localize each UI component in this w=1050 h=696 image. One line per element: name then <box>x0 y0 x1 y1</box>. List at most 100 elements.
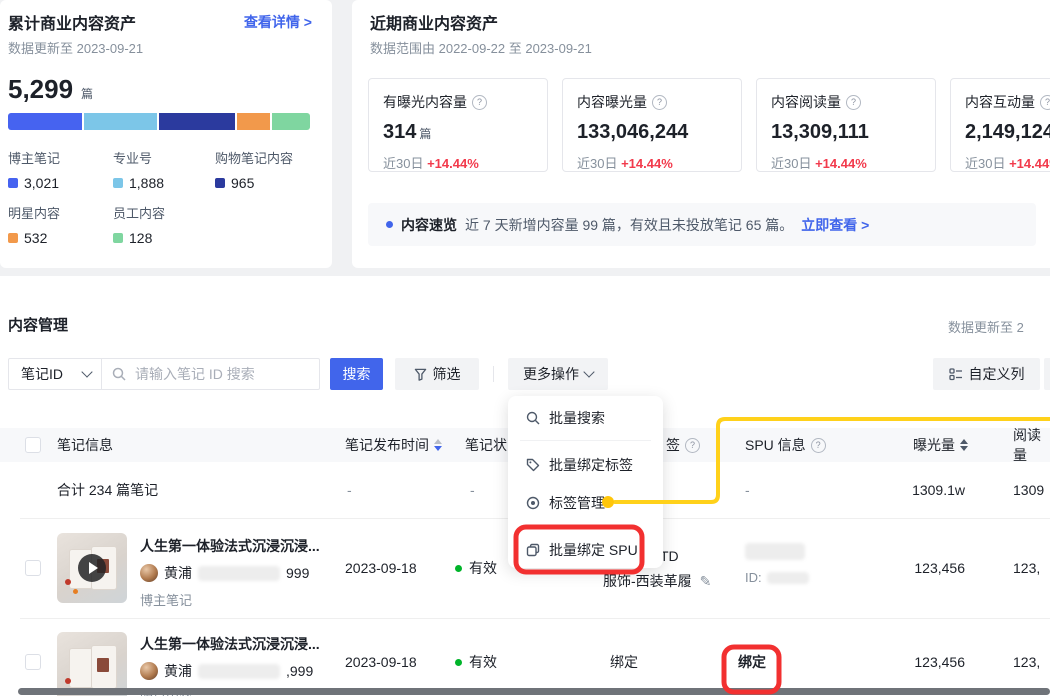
author-name: 黄浦 <box>164 565 192 581</box>
search-button[interactable]: 搜索 <box>330 358 383 390</box>
help-icon[interactable]: ? <box>1040 94 1050 110</box>
bind-tag-link[interactable]: 绑定 <box>610 654 638 670</box>
legend-value: 965 <box>231 175 255 191</box>
view-now-link[interactable]: 立即查看 > <box>801 216 870 233</box>
redacted-blur <box>198 565 280 581</box>
publish-date: 2023-09-18 <box>345 560 417 576</box>
metric-label: 有曝光内容量 <box>383 94 467 110</box>
row-checkbox[interactable] <box>25 654 41 670</box>
tag-icon <box>526 458 540 472</box>
bar-segment-bloggers <box>8 113 82 130</box>
edit-icon[interactable]: ✎ <box>699 573 712 589</box>
filter-funnel-icon <box>414 368 426 381</box>
status-label: 有效 <box>469 560 497 576</box>
legend-swatch <box>113 233 123 243</box>
header-publish-time[interactable]: 笔记发布时间 <box>345 428 442 462</box>
search-icon <box>112 367 126 381</box>
row-divider <box>20 618 1050 619</box>
legend-value: 1,888 <box>129 175 165 191</box>
cumulative-assets-card: 累计商业内容资产 查看详情 > 数据更新至 2023-09-21 5,299 篇… <box>0 0 332 268</box>
tag-line2: 服饰-西装革履 ✎ <box>603 571 711 591</box>
more-actions-label: 更多操作 <box>523 366 579 382</box>
divider <box>101 358 102 390</box>
bar-segment-employee <box>271 113 310 130</box>
select-all-checkbox[interactable] <box>25 437 41 453</box>
help-icon[interactable]: ? <box>472 94 487 110</box>
legend-item: 明星内容 532 <box>8 203 60 246</box>
legend-label: 专业号 <box>113 151 153 166</box>
header-exposure[interactable]: 曝光量 <box>860 428 968 462</box>
chevron-down-icon <box>583 366 595 378</box>
metric-card-content-reads: 内容阅读量? 13,309,111 近30日 +14.44% <box>756 78 936 172</box>
total-count: 5,299 篇 <box>8 74 93 105</box>
card-title: 累计商业内容资产 <box>8 16 137 33</box>
note-id-select[interactable]: 笔记ID <box>9 364 101 384</box>
status-label: 有效 <box>469 654 497 670</box>
filter-button[interactable]: 筛选 <box>395 358 479 390</box>
note-thumbnail[interactable] <box>57 533 127 603</box>
table-row: 人生第一体验法式沉浸沉浸... 黄浦 999 博主笔记 2023-09-18 有… <box>0 518 1050 618</box>
exposure-value: 123,456 <box>914 654 965 670</box>
header-tag: 签 ? <box>666 428 700 462</box>
sort-icon[interactable] <box>434 439 442 451</box>
header-note-status: 笔记状 <box>465 437 507 453</box>
author-name: 黄浦 <box>164 663 192 679</box>
header-reads: 阅读量 <box>1013 427 1041 463</box>
author-suffix: ,999 <box>286 663 314 679</box>
note-title[interactable]: 人生第一体验法式沉浸沉浸... <box>140 636 320 652</box>
legend-item: 购物笔记内容 965 <box>215 148 293 191</box>
view-details-link[interactable]: 查看详情 > <box>243 14 312 30</box>
legend-item: 博主笔记 3,021 <box>8 148 60 191</box>
horizontal-scrollbar[interactable] <box>18 688 1050 695</box>
legend-value: 532 <box>24 230 48 246</box>
metric-value: 133,046,244 <box>577 121 689 143</box>
metric-period: 近30日 <box>577 156 618 171</box>
more-actions-dropdown: 批量搜索 批量绑定标签 标签管理 批量绑定 SPU <box>508 396 663 568</box>
partial-button[interactable] <box>1044 358 1050 390</box>
copy-icon <box>526 543 540 557</box>
row-checkbox[interactable] <box>25 560 41 576</box>
note-thumbnail[interactable] <box>57 632 127 696</box>
reads-value: 123, <box>1013 560 1041 576</box>
help-icon[interactable]: ? <box>652 94 667 110</box>
metric-card-content-exposure: 内容曝光量? 133,046,244 近30日 +14.44% <box>562 78 742 172</box>
help-icon[interactable]: ? <box>685 437 700 453</box>
menu-item-label: 标签管理 <box>549 495 605 511</box>
summary-exposure: 1309.1w <box>912 482 965 498</box>
metric-label: 内容阅读量 <box>771 94 841 110</box>
tag-text: 服饰-西装革履 <box>603 573 692 589</box>
note-title[interactable]: 人生第一体验法式沉浸沉浸... <box>140 538 320 554</box>
table-updated-text: 数据更新至 2 <box>948 320 1024 335</box>
menu-item-batch-bind-tags[interactable]: 批量绑定标签 <box>508 450 663 480</box>
menu-item-batch-search[interactable]: 批量搜索 <box>508 403 663 433</box>
note-status: 有效 <box>455 518 497 618</box>
search-input[interactable] <box>133 365 317 383</box>
menu-item-batch-bind-spu[interactable]: 批量绑定 SPU <box>508 535 663 565</box>
note-info: 人生第一体验法式沉浸沉浸... 黄浦 ,999 明星内容 <box>140 634 320 696</box>
header-label: SPU 信息 <box>745 437 806 453</box>
menu-item-tag-management[interactable]: 标签管理 <box>508 488 663 518</box>
metric-change: +14.44% <box>621 156 673 171</box>
content-quickview-banner: 内容速览 近 7 天新增内容量 99 篇，有效且未投放笔记 65 篇。 立即查看… <box>368 203 1036 246</box>
header-label: 笔记发布时间 <box>345 437 429 453</box>
legend-swatch <box>8 233 18 243</box>
status-dot <box>455 564 462 572</box>
help-icon[interactable]: ? <box>846 94 861 110</box>
more-actions-button[interactable]: 更多操作 <box>508 358 608 390</box>
publish-date: 2023-09-18 <box>345 654 417 670</box>
note-info: 人生第一体验法式沉浸沉浸... 黄浦 999 博主笔记 <box>140 536 320 609</box>
divider <box>493 366 494 382</box>
sort-icon[interactable] <box>960 439 968 451</box>
help-icon[interactable]: ? <box>810 437 826 453</box>
menu-divider <box>520 440 651 441</box>
metric-change: +14.44% <box>815 156 867 171</box>
redacted-blur <box>766 571 809 584</box>
note-category: 博主笔记 <box>140 593 193 608</box>
customize-columns-button[interactable]: 自定义列 <box>933 358 1040 390</box>
status-dot <box>455 658 462 666</box>
customize-columns-label: 自定义列 <box>968 366 1025 382</box>
metric-label: 内容互动量 <box>965 94 1035 110</box>
metric-period: 近30日 <box>383 156 424 171</box>
bind-spu-link[interactable]: 绑定 <box>738 654 766 670</box>
